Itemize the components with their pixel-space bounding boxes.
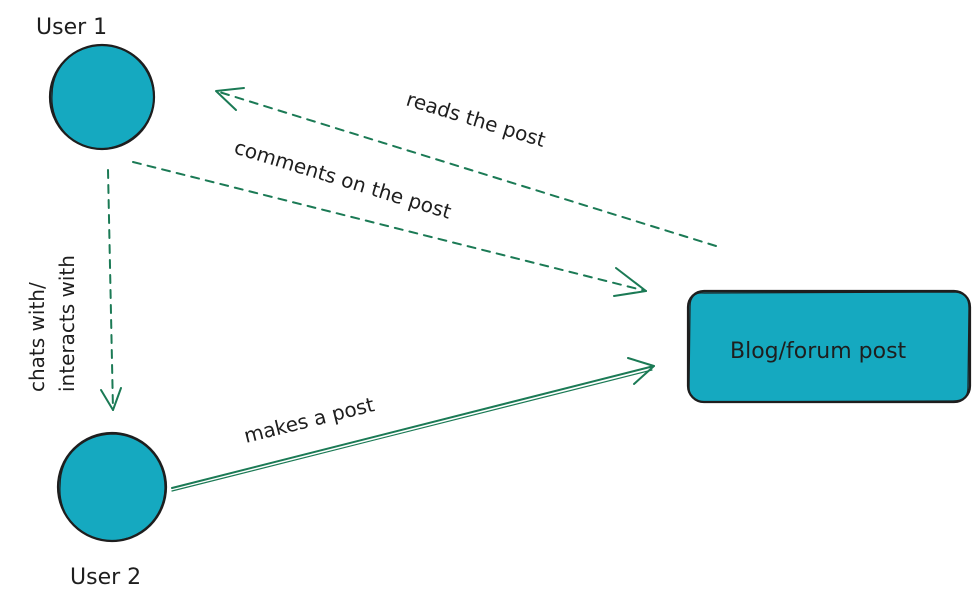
edge-makes-arrowhead [627,357,655,385]
edge-interacts-with [100,169,122,411]
post-label: Blog/forum post [730,339,907,364]
edge-interacts-label-line2: interacts with [55,255,79,392]
user-2-sketch-outline [59,433,166,542]
edge-makes-a-post [171,357,655,492]
user-1-label: User 1 [36,15,107,40]
user-1-node[interactable] [48,43,156,151]
edge-comments-line [132,161,647,292]
edge-interacts-arrowhead [100,387,122,411]
post-node[interactable]: Blog/forum post [686,289,972,404]
user-2-node[interactable] [56,431,168,543]
edge-reads-the-post [215,87,717,247]
edge-makes-line-sketch [171,369,653,492]
user-1-sketch-outline [51,44,155,150]
post-box-sketch-outline [688,291,970,403]
edge-reads-line [215,90,717,247]
edge-reads-label: reads the post [404,87,549,152]
user-2-label: User 2 [70,565,141,590]
edge-comments-label: comments on the post [232,135,455,224]
edge-interacts-line [107,169,114,411]
edge-makes-line [171,365,655,489]
edge-makes-label: makes a post [241,392,376,448]
edge-comments-arrowhead [613,267,647,297]
edge-interacts-label-line1: chats with/ [25,282,49,392]
edge-reads-arrowhead [215,87,245,111]
edge-comments-on-the-post [132,161,647,297]
